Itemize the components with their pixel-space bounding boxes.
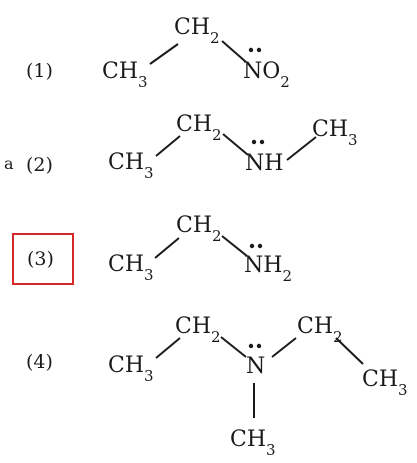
answer-highlight-box [12,233,74,285]
option-2-ch2: CH2 [176,112,222,144]
stray-mark: a [4,154,14,173]
option-4-ch3-bottom: CH3 [230,427,276,459]
option-1-bond-2 [221,40,247,63]
option-4-lone-pair-dot-2 [256,343,262,349]
option-2-lone-pair-dot-2 [259,139,265,145]
option-1-ch3: CH3 [102,59,148,91]
option-2: (2) CH3 CH2 NH CH3 [26,112,358,182]
option-4-bond-4 [335,337,364,365]
option-2-bond-1 [155,135,181,157]
option-3-number: (3) [27,248,54,270]
option-1-bond-1 [149,43,179,65]
option-3: (3) CH3 CH2 NH2 [27,213,292,285]
option-3-lone-pair-dot-2 [257,243,263,249]
option-4-n: N [246,354,265,379]
option-2-bond-2 [222,133,249,156]
option-4-ch3-left: CH3 [108,353,154,385]
option-2-ch3-left: CH3 [108,150,154,182]
option-4: (4) CH3 CH2 N CH2 CH3 CH3 [26,314,408,459]
option-4-number: (4) [26,351,53,373]
option-2-nh: NH [245,151,283,176]
option-4-ch2-right: CH2 [297,314,343,346]
option-2-lone-pair-dot-1 [251,139,257,145]
option-3-ch2: CH2 [176,213,222,245]
option-2-ch3-right: CH3 [312,117,358,149]
option-4-bond-2 [220,336,247,358]
option-1-ch2: CH2 [174,15,220,47]
option-2-number: (2) [26,154,53,176]
option-3-ch3: CH3 [108,252,154,284]
option-4-ch2-left: CH2 [175,314,221,346]
option-1: (1) CH3 CH2 NO2 [26,15,290,91]
option-1-no2: NO2 [243,59,290,91]
option-4-bond-3 [271,337,297,358]
option-3-nh2: NH2 [244,253,292,285]
option-3-bond-1 [154,237,180,259]
option-4-ch3-right: CH3 [362,367,408,399]
option-4-lone-pair-dot-1 [248,343,254,349]
option-2-bond-3 [286,136,317,161]
option-1-ch3-symbol: CH3 [102,59,148,91]
option-1-number: (1) [26,60,53,82]
option-4-bond-1 [155,337,181,359]
option-3-lone-pair-dot-1 [249,243,255,249]
option-1-lone-pair-dot-2 [256,47,262,53]
option-3-bond-2 [221,235,248,257]
option-1-lone-pair-dot-1 [248,47,254,53]
